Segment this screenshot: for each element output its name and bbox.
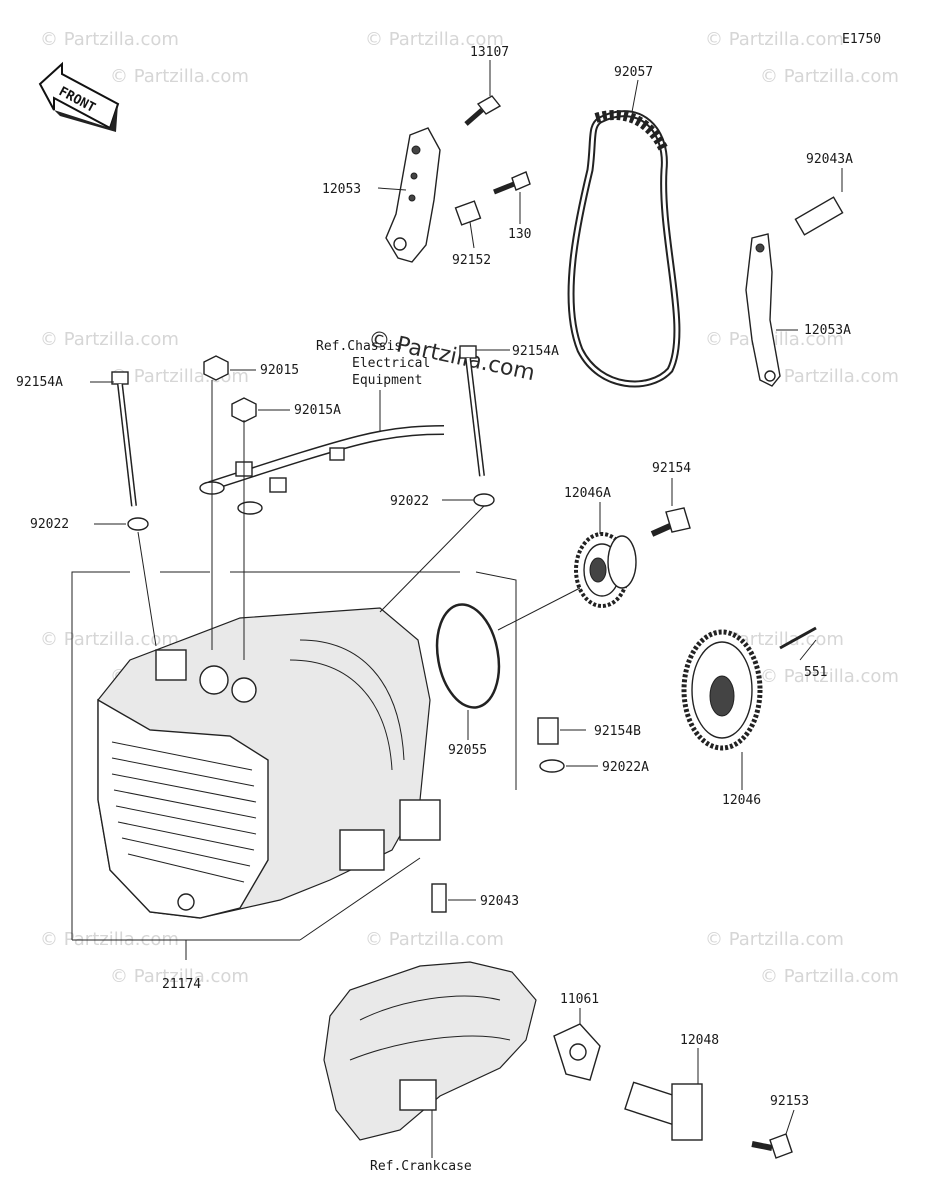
part-label-12053: 12053 bbox=[322, 182, 361, 197]
part-label-92055: 92055 bbox=[448, 743, 487, 758]
front-arrow-icon: FRONT bbox=[38, 61, 120, 132]
washer-92022-right bbox=[473, 493, 495, 507]
o-ring-92055 bbox=[435, 603, 501, 709]
watermark: © Partzilla.com bbox=[40, 29, 179, 50]
watermark: © Partzilla.com bbox=[760, 666, 899, 687]
part-label-92152: 92152 bbox=[452, 253, 491, 268]
cam-chain-92057 bbox=[567, 110, 681, 388]
part-label-92015: 92015 bbox=[260, 363, 299, 378]
bolt-92154 bbox=[650, 507, 691, 537]
part-label-12048: 12048 bbox=[680, 1033, 719, 1048]
watermark: © Partzilla.com bbox=[705, 929, 844, 950]
part-label-92043A: 92043A bbox=[806, 152, 853, 167]
nut-92015 bbox=[203, 355, 229, 381]
gasket-11061 bbox=[553, 1023, 601, 1081]
dowel-pin-92043 bbox=[431, 883, 447, 913]
bolt-130 bbox=[493, 171, 531, 195]
collar-92152 bbox=[454, 200, 482, 226]
part-label-92022A: 92022A bbox=[602, 760, 649, 775]
crankcase-section bbox=[323, 961, 537, 1141]
watermark: © Partzilla.com bbox=[705, 329, 844, 350]
part-label-12046A: 12046A bbox=[564, 486, 611, 501]
gear-12046 bbox=[681, 629, 763, 751]
reference-labels: Ref.Chassis Electrical Equipment Ref.Cra… bbox=[316, 339, 472, 1174]
ref-electrical-line-2: Electrical bbox=[352, 356, 430, 371]
watermark: © Partzilla.com bbox=[110, 966, 249, 987]
washer-92022-left bbox=[127, 517, 149, 531]
part-label-92154A-right: 92154A bbox=[512, 344, 559, 359]
chain-guide-12053 bbox=[385, 127, 441, 263]
washer-92022A bbox=[539, 759, 565, 773]
part-label-12046: 12046 bbox=[722, 793, 761, 808]
plug-92154B bbox=[537, 717, 559, 745]
watermark: © Partzilla.com bbox=[705, 29, 844, 50]
cover-assembly-21174 bbox=[97, 607, 441, 919]
part-label-92154: 92154 bbox=[652, 461, 691, 476]
part-label-551: 551 bbox=[804, 665, 827, 680]
pin-551 bbox=[779, 626, 817, 650]
part-label-12053A: 12053A bbox=[804, 323, 851, 338]
bolt-13107 bbox=[464, 95, 502, 126]
part-label-92022-left: 92022 bbox=[30, 517, 69, 532]
stud-bolt-92154A-right bbox=[459, 345, 485, 477]
watermark: © Partzilla.com bbox=[110, 66, 249, 87]
stud-bolt-92154A-left bbox=[111, 371, 137, 507]
pin-92043A bbox=[794, 196, 844, 236]
watermark: © Partzilla.com bbox=[760, 66, 899, 87]
diagram-code: E1750 bbox=[842, 32, 881, 47]
bolt-92153 bbox=[751, 1133, 793, 1159]
assembly-boundary bbox=[71, 571, 517, 960]
part-label-92154A-left: 92154A bbox=[16, 375, 63, 390]
watermark: © Partzilla.com bbox=[760, 966, 899, 987]
part-label-130: 130 bbox=[508, 227, 531, 242]
watermark: © Partzilla.com bbox=[365, 29, 504, 50]
watermark: © Partzilla.com bbox=[40, 329, 179, 350]
part-label-11061: 11061 bbox=[560, 992, 599, 1007]
part-label-92015A: 92015A bbox=[294, 403, 341, 418]
part-label-13107: 13107 bbox=[470, 45, 509, 60]
gear-12046A bbox=[574, 532, 637, 608]
part-label-92022-right: 92022 bbox=[390, 494, 429, 509]
part-labels: 13107 92057 12053 130 92152 92043A 12053… bbox=[16, 45, 853, 1109]
ref-electrical-line-1: Ref.Chassis bbox=[316, 339, 402, 354]
watermark: © Partzilla.com bbox=[365, 929, 504, 950]
watermark: © Partzilla.com bbox=[40, 629, 179, 650]
chain-guide-12053A bbox=[745, 233, 781, 387]
part-label-92154B: 92154B bbox=[594, 724, 641, 739]
nut-92015A bbox=[231, 397, 257, 423]
ref-electrical-line-3: Equipment bbox=[352, 373, 422, 388]
part-label-92043: 92043 bbox=[480, 894, 519, 909]
leader-lines bbox=[90, 60, 843, 1158]
tensioner-12048 bbox=[624, 1081, 703, 1141]
ref-crankcase: Ref.Crankcase bbox=[370, 1159, 472, 1174]
part-label-92153: 92153 bbox=[770, 1094, 809, 1109]
part-label-92057: 92057 bbox=[614, 65, 653, 80]
watermark: © Partzilla.com bbox=[760, 366, 899, 387]
part-label-21174: 21174 bbox=[162, 977, 201, 992]
